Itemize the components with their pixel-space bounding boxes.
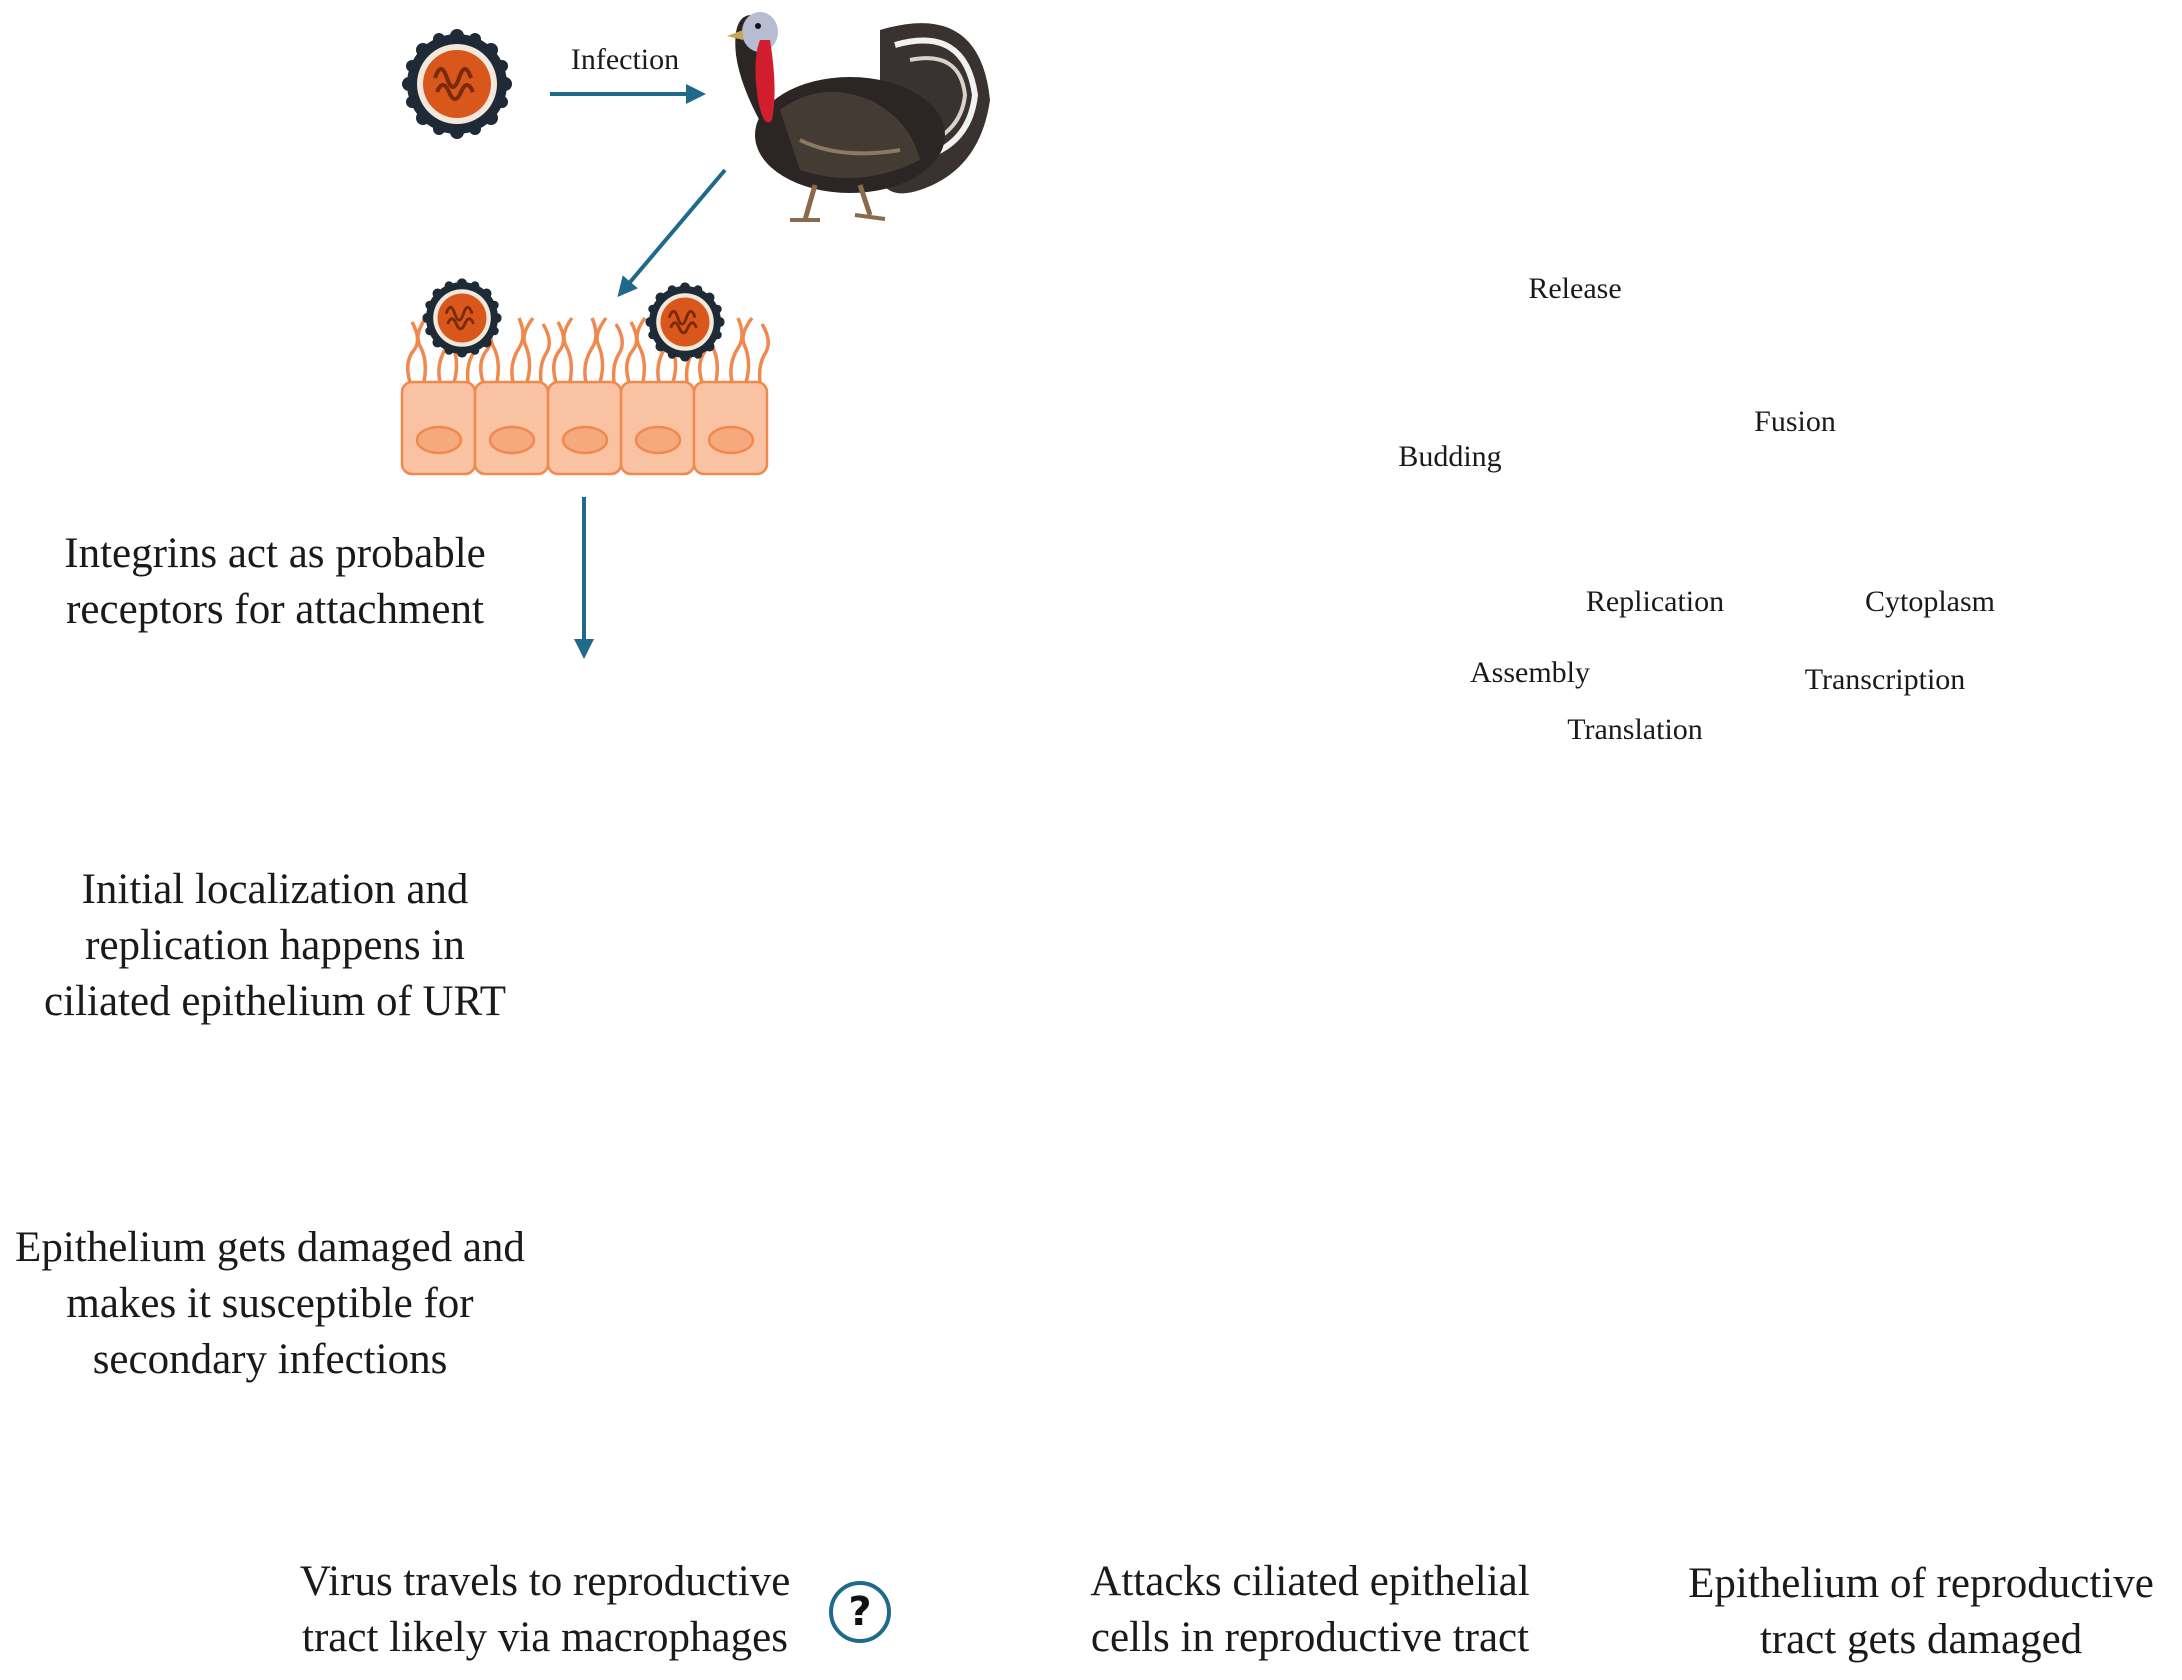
- cytoplasm-label: Cytoplasm: [1864, 585, 1995, 618]
- repro-damage-caption: Epithelium of reproductive tract gets da…: [1688, 1560, 2154, 1663]
- fusion-label: Fusion: [1754, 405, 1836, 438]
- assembly-label: Assembly: [1470, 656, 1590, 689]
- budding-label: Budding: [1398, 440, 1502, 473]
- virus-particle-icon: [645, 282, 725, 362]
- infection-label: Infection: [570, 43, 680, 76]
- virus-particle-icon: [422, 278, 502, 358]
- help-question-icon[interactable]: ?: [829, 1581, 891, 1643]
- replication-label: Replication: [1585, 585, 1725, 618]
- translation-label: Translation: [1567, 713, 1703, 746]
- virus-particle-icon: [402, 29, 512, 139]
- transcription-label: Transcription: [1804, 663, 1966, 696]
- damage-caption: Epithelium gets damaged and makes it sus…: [15, 1224, 525, 1383]
- turkey-icon: [727, 12, 990, 222]
- integrins-caption: Integrins act as probable receptors for …: [64, 530, 486, 633]
- turkey-to-epithelium-arrow: [617, 168, 727, 298]
- epithelium-attachment: [400, 278, 770, 476]
- release-label: Release: [1528, 272, 1622, 305]
- initial-caption: Initial localization and replication hap…: [44, 866, 506, 1025]
- travel-caption: Virus travels to reproductive tract like…: [299, 1558, 791, 1661]
- attack-caption: Attacks ciliated epithelial cells in rep…: [1090, 1558, 1530, 1661]
